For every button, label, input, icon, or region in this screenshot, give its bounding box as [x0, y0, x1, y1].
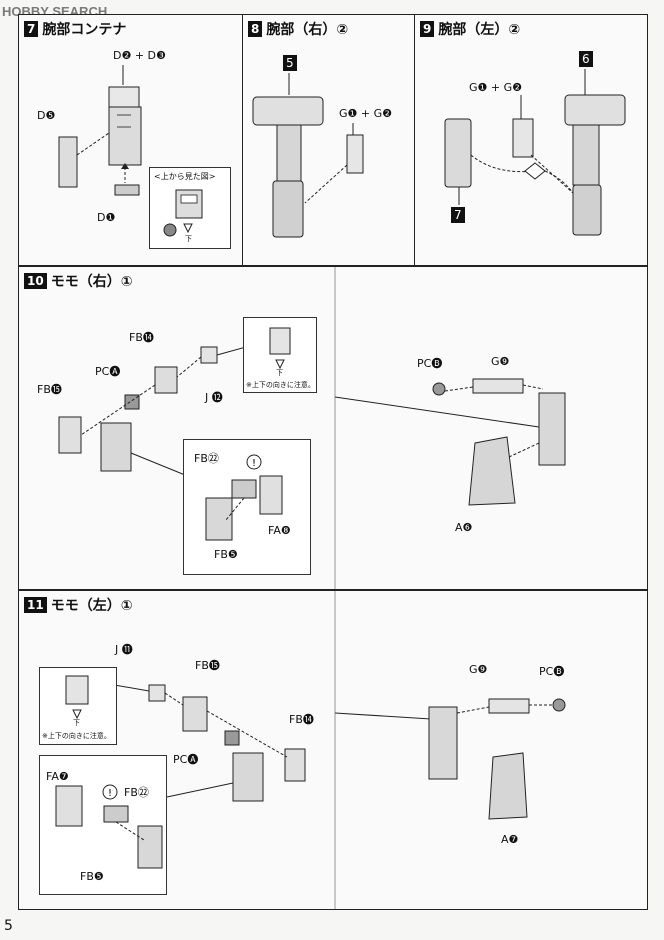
label-pc-b: PC🅑 — [539, 665, 565, 678]
down-arrow-label: 下 — [276, 369, 283, 377]
orientation-note: ※上下の向きに注意。 — [246, 381, 315, 389]
label-fb5: FB❺ — [80, 870, 104, 883]
left-arm-illustration — [444, 69, 626, 236]
label-pc-a: PC🅐 — [173, 753, 199, 766]
label-part-7: 7 — [451, 207, 469, 223]
step-number: 9 — [420, 21, 435, 37]
label-fa8: FA❽ — [268, 524, 291, 537]
top-view-inset: <上から見た図> 下 — [149, 167, 231, 249]
top-view-part-icon — [163, 189, 203, 237]
label-fb22: FB㉒ — [194, 452, 219, 465]
label-part-5: 5 — [283, 55, 301, 71]
page-number: 5 — [4, 918, 13, 934]
step-8-title: 8 腕部（右）② — [248, 19, 348, 39]
label-fb5: FB❺ — [214, 548, 238, 561]
step-9-panel: 9 腕部（左）② 6 G❶ + G❷ 7 — [414, 14, 648, 266]
detail-parts-illustration: ! — [55, 784, 163, 869]
step-11-panel: 11 モモ（左）① J ⓫ FB⓯ FB⓮ PC🅐 G❾ PC🅑 A❼ 下 ※上… — [18, 590, 648, 910]
step-title-text: モモ（左）① — [50, 598, 133, 614]
step-title-text: 腕部（右）② — [266, 22, 349, 38]
svg-text:!: ! — [108, 788, 112, 799]
step-title-text: 腕部コンテナ — [42, 22, 127, 38]
label-fb15: FB⓯ — [37, 383, 62, 396]
down-arrow-label: 下 — [185, 235, 192, 243]
left-thigh-illustration — [102, 591, 566, 909]
arm-container-illustration — [58, 65, 142, 196]
orientation-note-inset: 下 ※上下の向きに注意。 — [39, 667, 117, 745]
label-a7: A❼ — [501, 833, 519, 846]
step-title-text: 腕部（左）② — [438, 22, 521, 38]
label-part-6: 6 — [579, 51, 597, 67]
label-pc-b: PC🅑 — [417, 357, 443, 370]
step-title-text: モモ（右）① — [50, 274, 133, 290]
step-10-title: 10 モモ（右）① — [24, 271, 133, 291]
label-fb14: FB⓮ — [289, 713, 314, 726]
detail-inset: FB㉒ FA❽ FB❺ ! — [183, 439, 311, 575]
label-fb14: FB⓮ — [129, 331, 154, 344]
label-pc-a: PC🅐 — [95, 365, 121, 378]
right-arm-illustration — [252, 73, 364, 238]
label-a6: A❻ — [455, 521, 473, 534]
inset-caption: <上から見た図> — [154, 172, 216, 181]
label-fb15: FB⓯ — [195, 659, 220, 672]
label-j12: J ⓬ — [205, 391, 223, 404]
step-7-panel: 7 腕部コンテナ D❷ + D❸ D❺ D❶ <上から見た図> 下 — [18, 14, 244, 266]
detail-inset: FA❼ FB㉒ FB❺ ! — [39, 755, 167, 895]
detail-parts-illustration: ! — [205, 454, 283, 541]
step-8-panel: 8 腕部（右）② 5 G❶ + G❷ — [242, 14, 416, 266]
step-number: 10 — [24, 273, 47, 289]
step-number: 7 — [24, 21, 39, 37]
label-g9: G❾ — [491, 355, 510, 368]
label-j11: J ⓫ — [115, 643, 133, 656]
svg-text:!: ! — [252, 458, 256, 469]
step-number: 8 — [248, 21, 263, 37]
label-fa7: FA❼ — [46, 770, 69, 783]
label-d2-d3: D❷ + D❸ — [113, 49, 166, 62]
step-number: 11 — [24, 597, 47, 613]
orientation-note-inset: 下 ※上下の向きに注意。 — [243, 317, 317, 393]
right-thigh-illustration — [58, 267, 566, 589]
label-g1-g2: G❶ + G❷ — [339, 107, 392, 120]
step-11-title: 11 モモ（左）① — [24, 595, 133, 615]
label-d1: D❶ — [97, 211, 116, 224]
down-arrow-label: 下 — [73, 719, 80, 727]
step-7-title: 7 腕部コンテナ — [24, 19, 126, 39]
orientation-note: ※上下の向きに注意。 — [42, 732, 111, 740]
step-10-panel: 10 モモ（右）① FB⓮ PC🅐 FB⓯ J ⓬ PC🅑 G❾ A❻ 下 ※上… — [18, 266, 648, 590]
orientation-part-icon — [269, 327, 291, 370]
label-d5: D❺ — [37, 109, 56, 122]
step-9-title: 9 腕部（左）② — [420, 19, 520, 39]
label-fb22: FB㉒ — [124, 786, 149, 799]
label-g1-g2: G❶ + G❷ — [469, 81, 522, 94]
orientation-part-icon — [65, 675, 89, 720]
label-g9: G❾ — [469, 663, 488, 676]
